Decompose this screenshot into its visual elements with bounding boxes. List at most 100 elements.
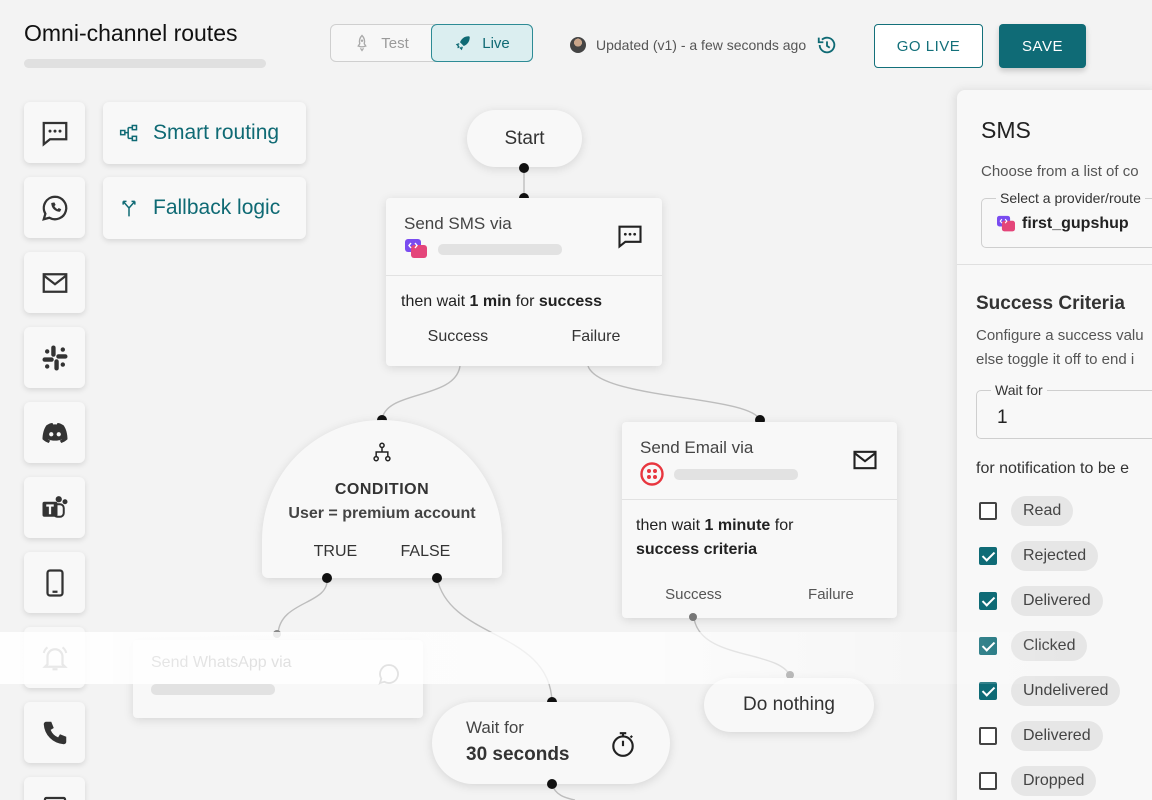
status-option[interactable]: Undelivered xyxy=(979,676,1121,706)
email-node-header: Send Email via xyxy=(622,422,897,500)
wait-for-field[interactable]: Wait for 1 xyxy=(976,382,1152,439)
page-title: Omni-channel routes xyxy=(24,20,238,46)
email-node-label: Send Email via xyxy=(640,438,754,457)
provider-placeholder-bar xyxy=(151,684,275,695)
notification-text: for notification to be e xyxy=(976,460,1129,477)
email-outcomes: Success Failure xyxy=(622,586,897,603)
mobile-icon xyxy=(45,568,64,597)
fallback-logic-button[interactable]: Fallback logic xyxy=(103,177,306,239)
channel-slack[interactable] xyxy=(24,327,85,388)
start-node[interactable]: Start xyxy=(467,110,582,167)
status-checkbox[interactable] xyxy=(979,682,997,700)
channel-inbox[interactable] xyxy=(24,777,85,800)
channel-mobile[interactable] xyxy=(24,552,85,613)
criteria-desc-line-2: else toggle it off to end i xyxy=(976,351,1135,368)
wait-goal: success xyxy=(538,293,603,310)
wait-for-value: 1 xyxy=(997,407,1008,428)
channel-sms[interactable] xyxy=(24,102,85,163)
condition-node[interactable]: CONDITION User = premium account TRUE FA… xyxy=(262,420,502,578)
status-checkbox[interactable] xyxy=(979,727,997,745)
twilio-logo-icon xyxy=(640,462,664,486)
send-email-node[interactable]: Send Email via then wait 1 minute for su… xyxy=(622,422,897,618)
environment-toggle[interactable]: Test Live xyxy=(330,24,533,62)
condition-true-output[interactable]: TRUE xyxy=(313,543,358,560)
wait-output-handle[interactable] xyxy=(547,779,557,789)
status-checkbox[interactable] xyxy=(979,772,997,790)
whatsapp-icon xyxy=(378,664,399,685)
status-label: Delivered xyxy=(1011,721,1103,751)
email-success-handle[interactable] xyxy=(689,613,697,621)
sms-failure-output[interactable]: Failure xyxy=(571,328,621,345)
status-label: Read xyxy=(1011,496,1074,526)
history-icon[interactable] xyxy=(816,34,838,56)
sms-provider xyxy=(404,238,644,260)
smart-routing-button[interactable]: Smart routing xyxy=(103,102,306,164)
send-whatsapp-node[interactable]: Send WhatsApp via xyxy=(133,640,423,718)
channel-discord[interactable] xyxy=(24,402,85,463)
email-input-handle[interactable] xyxy=(755,415,765,425)
provider-placeholder-bar xyxy=(674,468,798,480)
channel-config-panel: SMS Choose from a list of co Select a pr… xyxy=(957,90,1152,800)
status-label: Dropped xyxy=(1011,766,1097,796)
whatsapp-icon xyxy=(41,195,67,221)
chat-bubble-icon xyxy=(618,225,642,249)
whatsapp-input-handle[interactable] xyxy=(273,630,281,638)
status-option[interactable]: Rejected xyxy=(979,541,1099,571)
save-button[interactable]: SAVE xyxy=(999,24,1086,68)
status-label: Undelivered xyxy=(1011,676,1121,706)
rocket-icon xyxy=(357,34,368,52)
criteria-description: Configure a success valu else toggle it … xyxy=(976,324,1144,372)
channel-whatsapp[interactable] xyxy=(24,177,85,238)
channel-teams[interactable] xyxy=(24,477,85,538)
start-output-handle[interactable] xyxy=(519,163,529,173)
do-nothing-node[interactable]: Do nothing xyxy=(704,678,874,732)
status-option[interactable]: Dropped xyxy=(979,766,1097,796)
true-output-handle[interactable] xyxy=(322,573,332,583)
status-option[interactable]: Clicked xyxy=(979,631,1088,661)
wait-mid: for xyxy=(774,517,794,534)
slack-icon xyxy=(42,345,67,370)
wait-node-label: Wait for xyxy=(466,718,524,737)
provider-name: first_gupshup xyxy=(1022,215,1129,232)
status-option[interactable]: Delivered xyxy=(979,721,1103,751)
email-success-output[interactable]: Success xyxy=(665,586,722,603)
email-failure-output[interactable]: Failure xyxy=(808,586,854,603)
wait-node-value: 30 seconds xyxy=(466,744,570,765)
sms-success-output[interactable]: Success xyxy=(427,328,489,345)
channel-email[interactable] xyxy=(24,252,85,313)
status-label: Rejected xyxy=(1011,541,1099,571)
channel-voice[interactable] xyxy=(24,702,85,763)
routing-tree-icon xyxy=(119,124,138,142)
sms-wait-text: then wait 1 min for success xyxy=(386,276,662,314)
status-checkbox[interactable] xyxy=(979,637,997,655)
status-checkbox[interactable] xyxy=(979,502,997,520)
condition-expression: User = premium account xyxy=(288,505,476,522)
provider-placeholder-bar xyxy=(438,243,562,255)
send-sms-node[interactable]: Send SMS via then wait 1 min for success… xyxy=(386,198,662,366)
test-label: Test xyxy=(381,34,409,52)
wait-timer-node[interactable]: Wait for 30 seconds xyxy=(432,702,670,784)
stopwatch-icon xyxy=(612,732,634,757)
email-provider xyxy=(640,462,879,486)
wait-for-legend: Wait for xyxy=(991,382,1047,398)
panel-divider xyxy=(957,264,1152,265)
provider-select-value: first_gupshup xyxy=(996,215,1129,233)
condition-outcomes: TRUE FALSE xyxy=(262,543,502,561)
status-checkbox[interactable] xyxy=(979,592,997,610)
panel-subtitle: Choose from a list of co xyxy=(981,163,1139,180)
test-toggle-option[interactable]: Test xyxy=(331,25,431,61)
live-toggle-option[interactable]: Live xyxy=(431,24,533,62)
live-label: Live xyxy=(482,34,510,52)
condition-false-output[interactable]: FALSE xyxy=(400,543,451,560)
provider-select[interactable]: Select a provider/route first_gupshup xyxy=(981,190,1152,248)
go-live-button[interactable]: GO LIVE xyxy=(874,24,983,68)
status-option[interactable]: Read xyxy=(979,496,1074,526)
email-icon xyxy=(853,450,877,470)
condition-title: CONDITION xyxy=(334,481,430,498)
status-option[interactable]: Delivered xyxy=(979,586,1103,616)
fallback-logic-label: Fallback logic xyxy=(153,196,281,219)
status-checkbox[interactable] xyxy=(979,547,997,565)
false-output-handle[interactable] xyxy=(432,573,442,583)
email-wait-text: then wait 1 minute for success criteria xyxy=(622,500,897,562)
updated-text: Updated (v1) - a few seconds ago xyxy=(596,37,807,53)
